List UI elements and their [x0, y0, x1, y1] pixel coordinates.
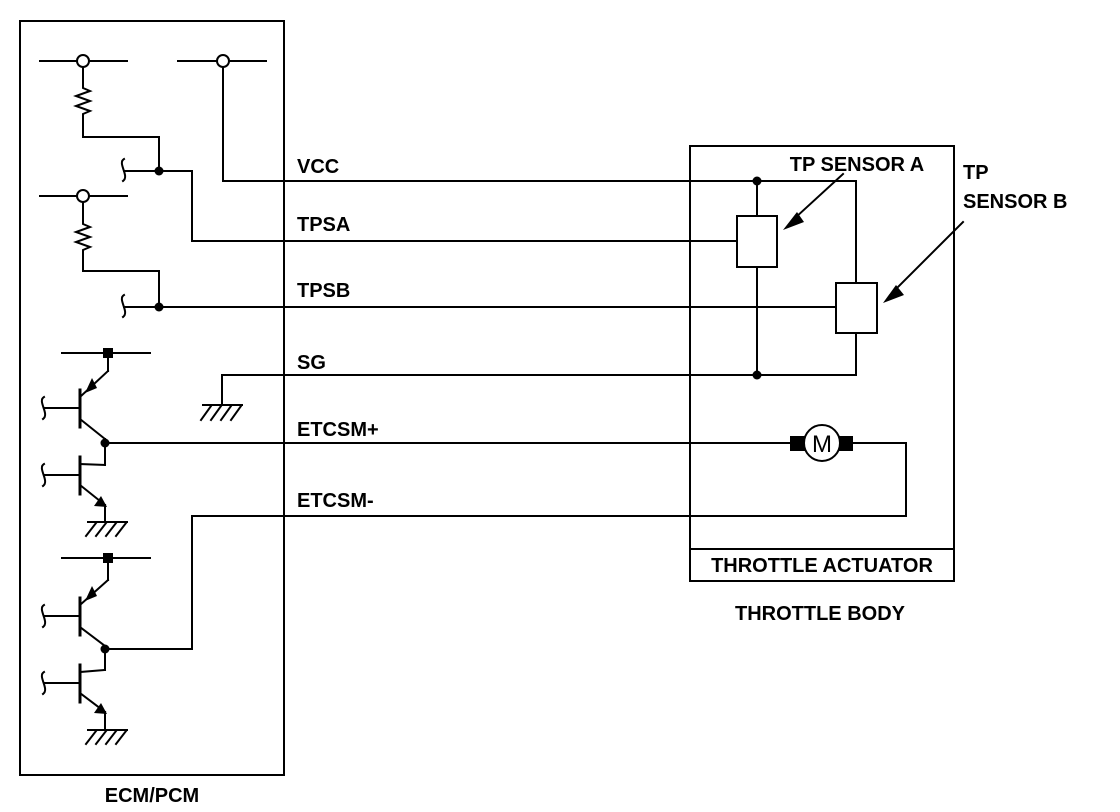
- tp-sensor-a-pointer: [783, 172, 845, 230]
- ecm-pullup-circuit-a: [39, 54, 193, 183]
- signal-label-etcsm-minus: ETCSM-: [297, 490, 374, 512]
- signal-label-vcc: VCC: [297, 156, 339, 178]
- wire-etcsm-minus: [104, 442, 907, 650]
- tp-sensor-b-element: [835, 282, 878, 334]
- ecm-pcm-box: [19, 20, 285, 776]
- throttle-body-label: THROTTLE BODY: [735, 603, 906, 625]
- signal-labels: VCC TPSA TPSB SG ETCSM+ ETCSM-: [297, 156, 379, 512]
- signal-label-etcsm-plus: ETCSM+: [297, 419, 379, 441]
- tp-sensor-b-pointer: [883, 220, 965, 303]
- ecm-vcc-terminal: [177, 54, 267, 68]
- junction-dot: [154, 166, 164, 176]
- tp-sensor-b-label-line1: TP: [963, 162, 989, 184]
- throttle-actuator-label: THROTTLE ACTUATOR: [711, 555, 933, 577]
- ground-symbol: [199, 404, 243, 422]
- tp-sensor-a-label: TP SENSOR A: [790, 154, 924, 176]
- ground-symbol: [84, 521, 128, 538]
- throttle-actuator-box: [689, 145, 955, 582]
- throttle-body: M TP SENSOR A TP SENSOR B THROTTLE ACTUA…: [689, 145, 1067, 625]
- signal-label-tpsa: TPSA: [297, 214, 350, 236]
- ground-symbol: [84, 729, 128, 746]
- wire-vcc: [222, 66, 857, 285]
- signal-label-tpsb: TPSB: [297, 280, 350, 302]
- tp-sensor-a-element: [736, 215, 778, 268]
- ecm-motor-driver-lower: [40, 553, 151, 746]
- tp-sensor-b-label-line2: SENSOR B: [963, 191, 1067, 213]
- wire-sg: [221, 266, 857, 406]
- throttle-motor: M: [790, 424, 853, 462]
- ecm-pullup-circuit-b: [39, 189, 164, 319]
- ecm-pcm: ECM/PCM: [19, 20, 285, 807]
- ecm-pcm-label: ECM/PCM: [105, 785, 199, 807]
- signal-label-sg: SG: [297, 352, 326, 374]
- junction-dot: [752, 370, 762, 380]
- motor-symbol: M: [812, 431, 832, 458]
- wire-tpsa: [191, 170, 738, 242]
- ecm-motor-driver-upper: [40, 348, 151, 538]
